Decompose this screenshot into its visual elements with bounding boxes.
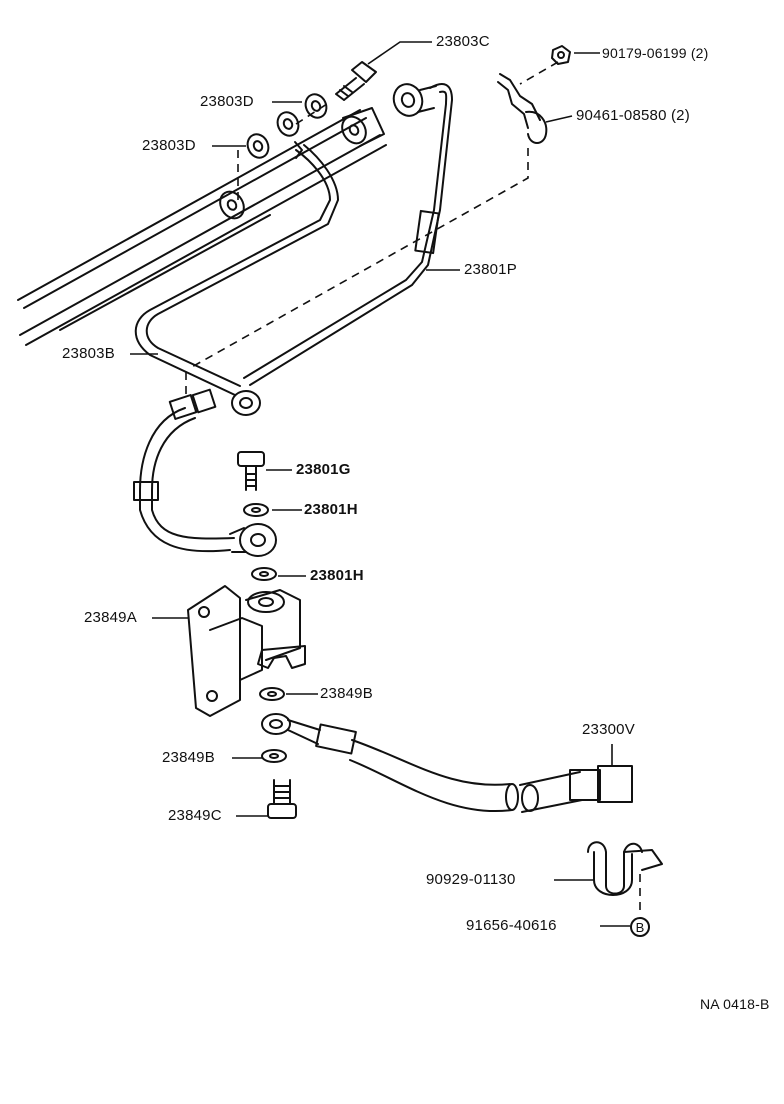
diagram-id: NA 0418-B — [700, 996, 770, 1012]
dashed-alignment-lines — [185, 61, 641, 916]
gasket-23803D-upper — [276, 93, 328, 137]
union-bolt-23801G — [237, 451, 265, 491]
rail-gasket-bosses — [219, 107, 385, 220]
fuel-pipe-23803B — [134, 141, 339, 416]
nut-90179 — [551, 45, 571, 65]
union-bolt-23849C — [267, 779, 297, 819]
gasket-23849B-right — [259, 687, 285, 701]
callout-90461-08580: 90461-08580 (2) — [576, 107, 690, 124]
callout-23803D-lower: 23803D — [142, 137, 196, 154]
callout-23801H-lower: 23801H — [310, 567, 364, 584]
callout-90929-01130: 90929-01130 — [426, 871, 516, 888]
gasket-23849B-left — [261, 749, 287, 763]
circled-marker — [630, 917, 650, 937]
gasket-23801H-lower — [251, 567, 277, 581]
callout-23849B-right: 23849B — [320, 685, 373, 702]
callout-23803C: 23803C — [436, 33, 490, 50]
gasket-23801H-upper — [243, 503, 269, 517]
callout-23801P: 23801P — [464, 261, 517, 278]
fuel-union-bracket-23849A — [187, 585, 306, 717]
clip-bracket-90461 — [497, 73, 548, 144]
callout-23801H-upper: 23801H — [304, 501, 358, 518]
hose-clamp-90929 — [587, 841, 663, 896]
delivery-pipe-rail — [17, 109, 387, 346]
callout-23801G: 23801G — [296, 461, 351, 478]
callout-23849A: 23849A — [84, 609, 137, 626]
fuel-pipe-23801P — [243, 83, 453, 386]
leader-lines — [130, 41, 630, 927]
circled-marker-letter: B — [636, 920, 645, 935]
fuel-hose-lower-bend — [133, 388, 277, 557]
callout-23300V: 23300V — [582, 721, 635, 738]
callout-23849C: 23849C — [168, 807, 222, 824]
callout-23803D-upper: 23803D — [200, 93, 254, 110]
callout-23803B: 23803B — [62, 345, 115, 362]
gasket-23803D-lower — [246, 133, 270, 159]
callout-23849B-left: 23849B — [162, 749, 215, 766]
callout-90179-06199: 90179-06199 (2) — [602, 45, 709, 61]
fuel-hose-23300V — [261, 713, 633, 813]
callout-91656-40616: 91656-40616 — [466, 917, 557, 934]
union-bolt-23803C — [335, 61, 377, 101]
